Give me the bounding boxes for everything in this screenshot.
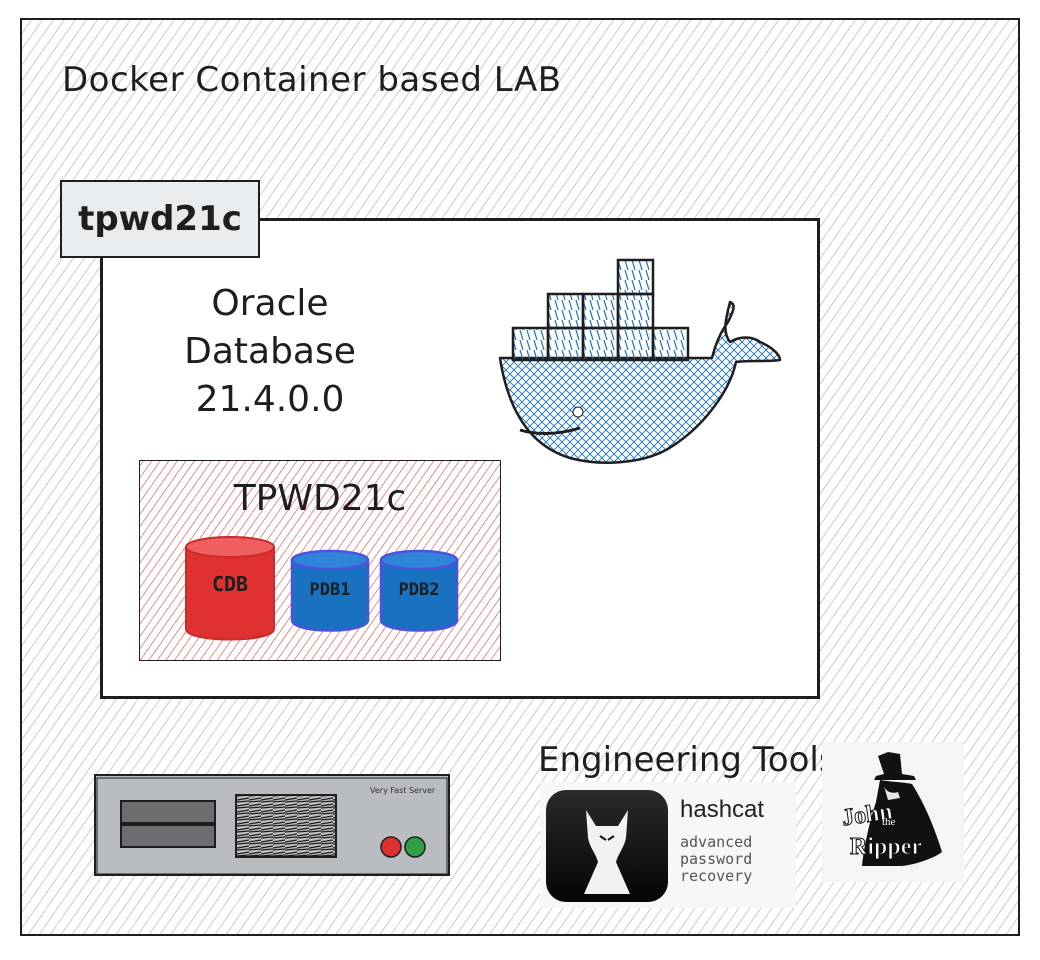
oracle-line-1: Oracle [211,283,329,324]
pdb2-cylinder [379,549,459,632]
john-line-2: the [882,816,896,828]
hashcat-sub-2: password [680,850,753,868]
database-name: TPWD21c [233,478,407,519]
server-label: Very Fast Server [370,786,436,795]
container-tab: tpwd21c [60,180,260,258]
container-name: tpwd21c [78,199,242,239]
server-icon [94,774,450,876]
hashcat-name: hashcat [680,796,765,823]
cdb-cylinder [185,536,275,641]
john-the-ripper-icon: John the Ripper [822,742,964,882]
pdb2-label: PDB2 [398,580,440,600]
pdb1-label: PDB1 [309,580,351,600]
docker-whale-icon [498,258,782,464]
hashcat-sub-3: recovery [680,867,753,885]
lab-title: Docker Container based LAB [62,60,562,100]
tools-title: Engineering Tools [538,740,837,780]
oracle-line-2: Database [184,331,356,372]
hashcat-cat-icon [546,790,668,902]
john-line-3: Ripper [850,834,923,861]
cdb-label: CDB [211,572,249,596]
pdb1-cylinder [290,549,370,632]
oracle-database-label: Oracle Database 21.4.0.0 [160,280,380,424]
oracle-version: 21.4.0.0 [195,379,345,420]
hashcat-logo: hashcat advanced password recovery [540,782,796,908]
hashcat-sub-1: advanced [680,833,753,851]
